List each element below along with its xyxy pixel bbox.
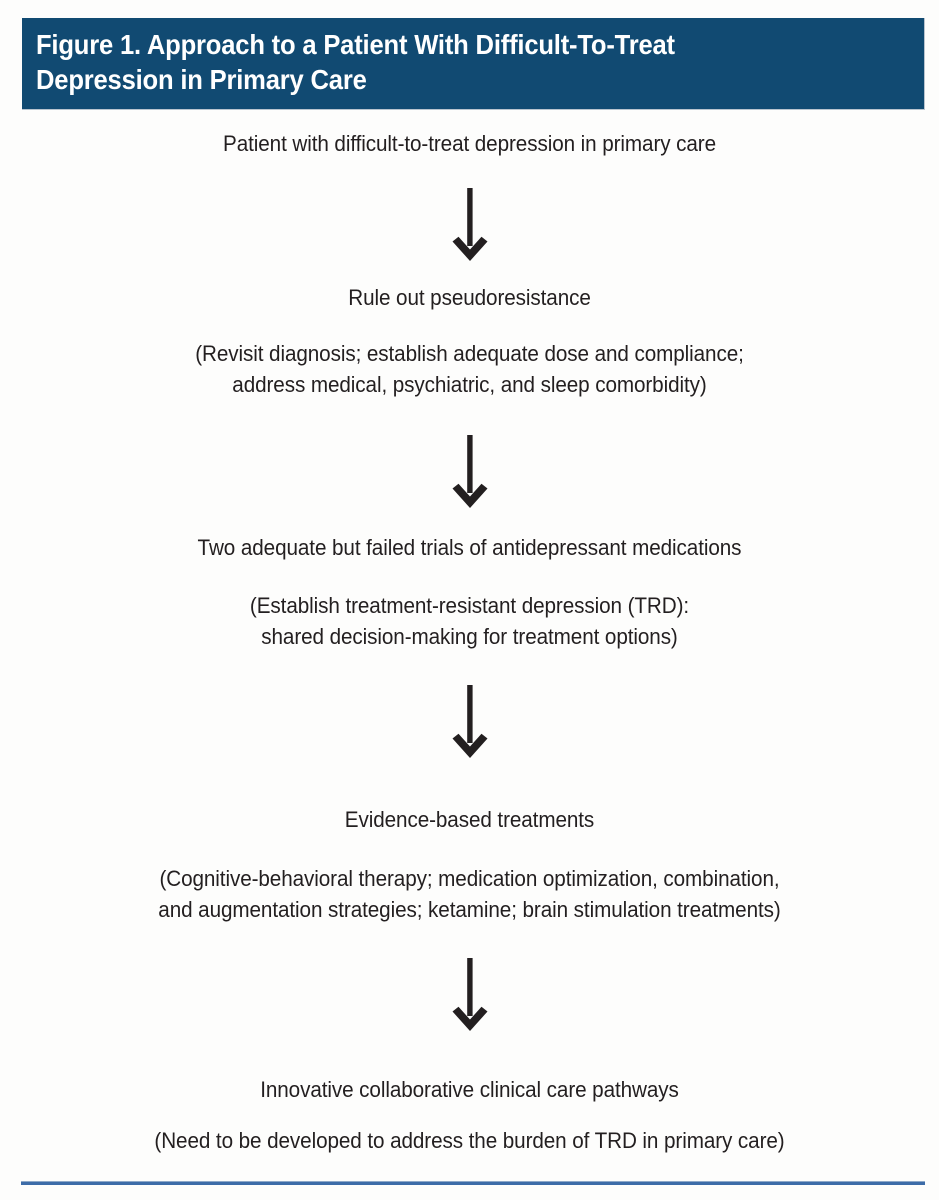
flow-step-4-detail: (Cognitive-behavioral therapy; medicatio…	[158, 866, 781, 922]
flow-step-4-detail-wrap: (Cognitive-behavioral therapy; medicatio…	[0, 863, 939, 925]
flow-step-4: Evidence-based treatments	[0, 805, 939, 835]
flow-step-2-heading: Rule out pseudoresistance	[348, 285, 591, 310]
downward-arrow-icon	[452, 188, 487, 261]
figure-title: Figure 1. Approach to a Patient With Dif…	[36, 29, 675, 95]
downward-arrow-icon	[452, 435, 487, 508]
flow-step-1-heading: Patient with difficult-to-treat depressi…	[222, 131, 717, 156]
flow-step-4-heading: Evidence-based treatments	[344, 807, 595, 832]
flow-step-2-detail: (Revisit diagnosis; establish adequate d…	[195, 341, 744, 397]
flow-step-3: Two adequate but failed trials of antide…	[0, 533, 939, 563]
flow-arrow-3	[0, 685, 939, 759]
flow-arrow-2	[0, 435, 939, 509]
flow-step-5-detail-wrap: (Need to be developed to address the bur…	[0, 1125, 939, 1156]
flow-arrow-4	[0, 958, 939, 1032]
flow-step-5: Innovative collaborative clinical care p…	[0, 1075, 939, 1105]
flow-arrow-1	[0, 188, 939, 262]
figure-header-banner: Figure 1. Approach to a Patient With Dif…	[22, 18, 925, 110]
figure-bottom-rule	[21, 1181, 925, 1185]
flow-step-5-detail: (Need to be developed to address the bur…	[154, 1128, 785, 1153]
flow-step-5-heading: Innovative collaborative clinical care p…	[260, 1077, 679, 1102]
flow-step-3-detail: (Establish treatment-resistant depressio…	[249, 593, 690, 649]
flow-step-2-detail-wrap: (Revisit diagnosis; establish adequate d…	[0, 338, 939, 400]
flow-step-1: Patient with difficult-to-treat depressi…	[0, 129, 939, 159]
flow-step-3-heading: Two adequate but failed trials of antide…	[197, 535, 742, 560]
flow-step-3-detail-wrap: (Establish treatment-resistant depressio…	[0, 590, 939, 652]
flow-step-2: Rule out pseudoresistance	[0, 283, 939, 313]
downward-arrow-icon	[452, 685, 487, 758]
downward-arrow-icon	[452, 958, 487, 1031]
